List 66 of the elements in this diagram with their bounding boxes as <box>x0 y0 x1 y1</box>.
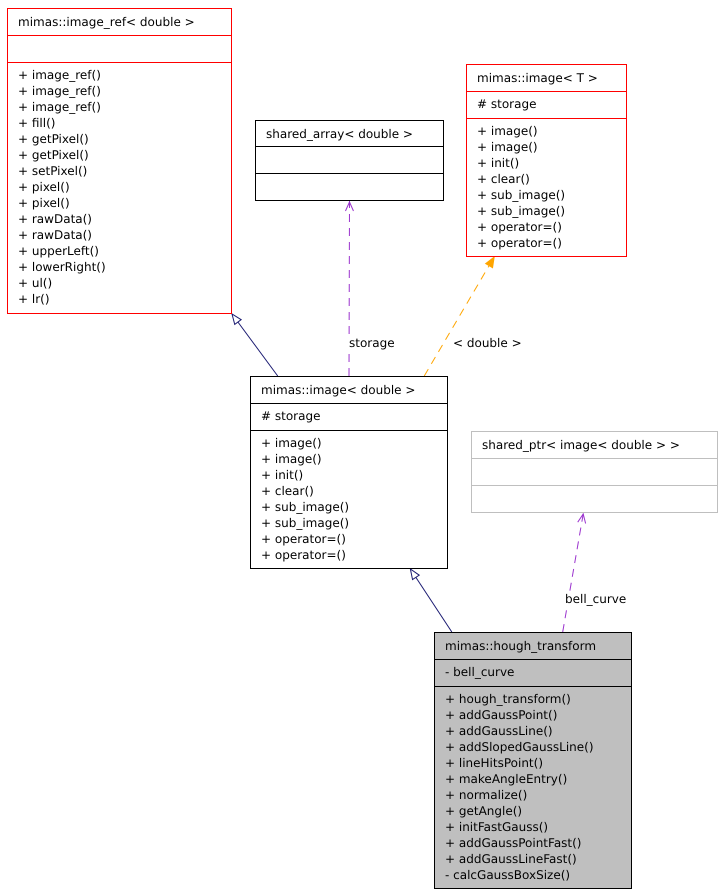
method-text: + clear() <box>477 171 531 187</box>
method-text: + operator=() <box>477 219 563 235</box>
class-name: shared_array< double > <box>265 126 414 143</box>
method-text: + rawData() <box>18 227 93 243</box>
method-text: - calcGaussBoxSize() <box>445 867 572 883</box>
inheritance-arrow <box>232 314 278 376</box>
method-text: + normalize() <box>445 787 528 803</box>
inheritance-arrow <box>410 568 452 632</box>
method-text: + getAngle() <box>445 803 524 819</box>
dashed-arrow <box>562 512 586 632</box>
method-text: + pixel() <box>18 179 71 195</box>
method-text: + initFastGauss() <box>445 819 550 835</box>
method-text: + hough_transform() <box>445 691 572 707</box>
method-text: + getPixel() <box>18 131 90 147</box>
method-text: + addSlopedGaussLine() <box>445 739 594 755</box>
class-name: mimas::image< T > <box>476 70 599 87</box>
method-text: + addGaussPoint() <box>445 707 558 723</box>
method-text: + image() <box>477 123 539 139</box>
method-text: + image() <box>477 139 539 155</box>
method-text: + image() <box>261 435 323 451</box>
method-text: + init() <box>261 467 304 483</box>
dashed-arrow <box>424 256 495 376</box>
method-text: + pixel() <box>18 195 71 211</box>
edge-label: bell_curve <box>564 592 628 606</box>
method-text: + lowerRight() <box>18 259 107 275</box>
class-box <box>434 632 632 889</box>
method-text: + operator=() <box>477 235 563 251</box>
class-box <box>255 120 444 201</box>
dashed-arrow <box>344 200 354 376</box>
method-text: + addGaussPointFast() <box>445 835 582 851</box>
method-text: + makeAngleEntry() <box>445 771 568 787</box>
class-name: mimas::image_ref< double > <box>17 14 196 31</box>
method-text: + operator=() <box>261 531 347 547</box>
method-text: + upperLeft() <box>18 243 100 259</box>
method-text: + addGaussLineFast() <box>445 851 578 867</box>
attribute-text: - bell_curve <box>445 664 516 680</box>
method-text: + addGaussLine() <box>445 723 554 739</box>
method-text: + sub_image() <box>477 187 566 203</box>
edge-label: storage <box>348 336 396 350</box>
class-name: shared_ptr< image< double > > <box>481 437 681 454</box>
method-text: + rawData() <box>18 211 93 227</box>
method-text: + setPixel() <box>18 163 88 179</box>
method-text: + ul() <box>18 275 54 291</box>
method-text: + image_ref() <box>18 67 102 83</box>
class-box <box>250 376 448 569</box>
method-text: + lineHitsPoint() <box>445 755 544 771</box>
method-text: + getPixel() <box>18 147 90 163</box>
class-box <box>7 8 232 314</box>
method-text: + sub_image() <box>477 203 566 219</box>
method-text: + image() <box>261 451 323 467</box>
method-text: + image_ref() <box>18 83 102 99</box>
method-text: + sub_image() <box>261 499 350 515</box>
method-text: + operator=() <box>261 547 347 563</box>
class-name: mimas::image< double > <box>260 382 416 399</box>
method-text: + lr() <box>18 291 50 307</box>
attribute-text: # storage <box>477 96 538 112</box>
class-box <box>471 431 718 513</box>
method-text: + clear() <box>261 483 315 499</box>
method-text: + image_ref() <box>18 99 102 115</box>
method-text: + fill() <box>18 115 56 131</box>
edge-label: < double > <box>452 336 523 350</box>
attribute-text: # storage <box>261 408 322 424</box>
method-text: + init() <box>477 155 520 171</box>
method-text: + sub_image() <box>261 515 350 531</box>
class-box <box>466 64 627 257</box>
class-name: mimas::hough_transform <box>444 638 598 655</box>
